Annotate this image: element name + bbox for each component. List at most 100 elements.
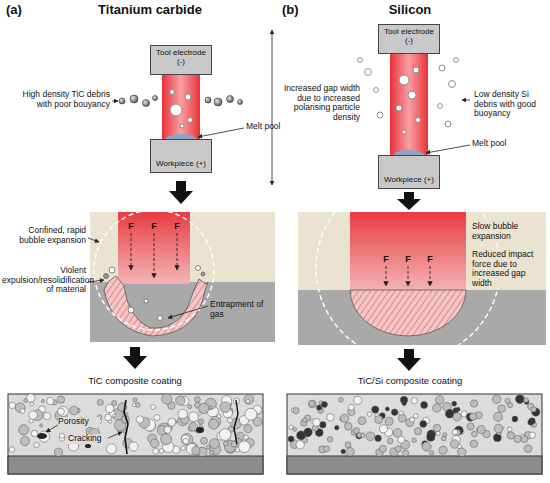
annotation: Porosity bbox=[58, 417, 100, 427]
coating-grain bbox=[507, 432, 514, 439]
coating-section-a bbox=[8, 394, 263, 474]
panel-title: Titanium carbide bbox=[60, 3, 240, 18]
coating-grain bbox=[385, 407, 389, 411]
coating-grain bbox=[210, 439, 220, 449]
coating-grain bbox=[151, 405, 156, 410]
coating-grain bbox=[395, 446, 401, 452]
coating-grain bbox=[288, 436, 294, 442]
coating-grain bbox=[150, 439, 159, 448]
coating-grain bbox=[30, 402, 34, 406]
coating-grain bbox=[176, 396, 185, 405]
coating-grain bbox=[29, 411, 38, 420]
node-text: Workpiece (+) bbox=[154, 159, 208, 170]
coating-grain bbox=[188, 405, 192, 409]
coating-grain bbox=[529, 418, 535, 424]
coating-grain bbox=[507, 427, 512, 432]
coating-grain bbox=[296, 441, 304, 449]
coating-grain bbox=[471, 431, 477, 437]
coating-grain bbox=[375, 435, 381, 441]
coating-grain bbox=[34, 442, 39, 447]
coating-grain bbox=[178, 409, 187, 418]
coating-grain bbox=[420, 421, 427, 428]
coating-grain bbox=[31, 430, 38, 437]
coating-grain bbox=[512, 416, 518, 422]
coating-grain bbox=[402, 401, 406, 405]
coating-grain bbox=[456, 407, 460, 411]
coating-grain bbox=[47, 397, 54, 404]
annotation: Increased gap width due to increased pol… bbox=[278, 84, 360, 122]
workpiece-box: Workpiece (+) bbox=[378, 155, 440, 189]
coating-grain bbox=[154, 415, 160, 421]
coating-grain bbox=[181, 435, 189, 443]
coating-grain bbox=[344, 422, 352, 430]
coating-grain bbox=[219, 429, 231, 441]
coating-grain bbox=[168, 418, 176, 426]
coating-grain bbox=[341, 449, 345, 453]
coating-grain bbox=[27, 394, 36, 403]
coating-grain bbox=[309, 400, 317, 408]
coating-grain bbox=[129, 442, 138, 451]
force-symbol: F bbox=[425, 254, 435, 264]
coating-grain bbox=[195, 397, 201, 403]
annotation: High density TiC debris with poor bouyan… bbox=[8, 90, 110, 109]
coating-grain bbox=[220, 402, 231, 413]
coating-grain bbox=[387, 438, 393, 444]
coating-grain bbox=[312, 418, 320, 426]
coating-grain bbox=[9, 402, 16, 409]
coating-grain bbox=[324, 446, 330, 452]
coating-grain bbox=[470, 400, 477, 407]
coating-grain bbox=[181, 446, 186, 451]
coating-grain bbox=[244, 394, 254, 404]
coating-grain bbox=[422, 442, 431, 451]
coating-grain bbox=[412, 438, 417, 443]
coating-grain bbox=[113, 414, 116, 417]
workpiece-box: Workpiece (+) bbox=[150, 139, 212, 173]
crater-a bbox=[88, 210, 275, 342]
coating-grain bbox=[162, 394, 172, 404]
coating-grain bbox=[375, 416, 383, 424]
coating-grain bbox=[338, 397, 343, 402]
force-symbol: F bbox=[381, 254, 391, 264]
coating-grain bbox=[385, 417, 393, 425]
electrode-box: Tool electrode (-) bbox=[378, 24, 440, 54]
annotation: Cracking bbox=[68, 434, 108, 444]
coating-grain bbox=[367, 412, 371, 416]
coating-grain bbox=[70, 406, 79, 415]
coating-grain bbox=[97, 399, 103, 405]
coating-grain bbox=[366, 432, 375, 441]
coating-grain bbox=[19, 425, 29, 435]
coating-grain bbox=[458, 448, 466, 456]
coating-grain bbox=[358, 417, 366, 425]
coating-grain bbox=[59, 433, 64, 438]
coating-grain bbox=[9, 447, 15, 453]
coating-grain bbox=[105, 404, 113, 412]
coating-grain bbox=[209, 450, 213, 454]
coating-grain bbox=[199, 403, 209, 413]
coating-grain bbox=[470, 413, 477, 420]
coating-grain bbox=[443, 433, 447, 437]
coating-grain bbox=[348, 404, 354, 410]
coating-grain bbox=[414, 414, 419, 419]
coating-grain bbox=[57, 408, 64, 415]
coating-grain bbox=[321, 402, 327, 408]
coating-grain bbox=[498, 405, 506, 413]
coating-grain bbox=[353, 428, 359, 434]
coating-grain bbox=[514, 435, 521, 442]
coating-grain bbox=[427, 433, 435, 441]
coating-grain bbox=[452, 429, 458, 435]
coating-grain bbox=[477, 425, 485, 433]
spark-schematic-b bbox=[272, 30, 470, 185]
coating-grain bbox=[132, 403, 136, 407]
coating-grain bbox=[402, 450, 408, 456]
coating-grain bbox=[345, 442, 351, 448]
annotation: TiC/Si composite coating bbox=[310, 376, 510, 387]
coating-grain bbox=[24, 399, 28, 403]
coating-grain bbox=[372, 406, 379, 413]
annotation: Confined, rapid bubble expansion bbox=[4, 226, 86, 245]
coating-grain bbox=[54, 448, 62, 456]
coating-grain bbox=[41, 399, 44, 402]
annotation: Entrapment of gas bbox=[210, 300, 272, 319]
annotation: Melt pool bbox=[246, 122, 296, 132]
coating-grain bbox=[398, 436, 405, 443]
coating-grain bbox=[189, 412, 199, 422]
